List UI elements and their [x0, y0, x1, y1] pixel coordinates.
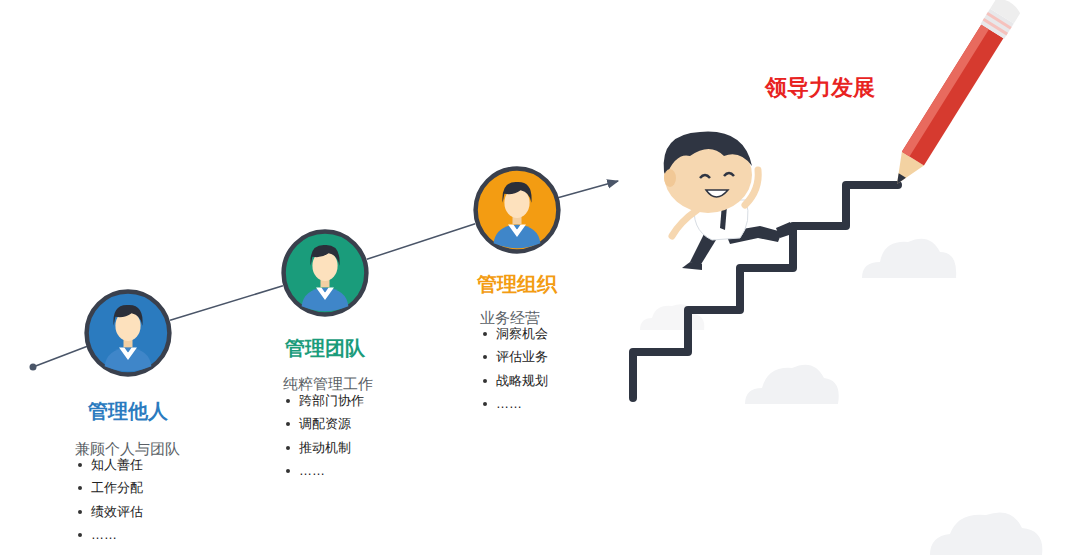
diagram-title: 领导力发展	[765, 75, 875, 101]
bullet-dot	[483, 402, 487, 406]
bullet-item-slot: ……	[283, 462, 325, 480]
stairs	[633, 185, 898, 398]
bullet-item: 工作分配	[75, 479, 143, 497]
stage-subtitle: 兼顾个人与团队	[75, 439, 180, 459]
timeline-connector	[170, 286, 283, 320]
stage-heading: 管理组织	[477, 272, 557, 296]
stage-subtitle: 业务经营	[480, 308, 540, 328]
bullet-item-slot: 洞察机会	[480, 325, 548, 343]
avatar-circle	[472, 165, 562, 255]
bullet-item-slot: 知人善任	[75, 456, 143, 474]
bullet-item: 洞察机会	[480, 325, 548, 343]
stage-node: 管理团队纯粹管理工作跨部门协作调配资源推动机制 ……	[280, 228, 373, 481]
bullet-dot	[483, 379, 487, 383]
bullet-item: 绩效评估	[75, 503, 143, 521]
stage-subtitle: 纯粹管理工作	[283, 374, 373, 394]
timeline-connector	[367, 224, 475, 260]
bullet-item: ……	[283, 462, 325, 480]
bullet-dot	[483, 332, 487, 336]
stage-subtitle-slot: 业务经营	[480, 308, 540, 328]
bullet-item-slot: 跨部门协作	[283, 392, 364, 410]
avatar-circle	[280, 228, 370, 318]
stage-subtitle-slot: 纯粹管理工作	[283, 374, 373, 394]
bullet-item: 评估业务	[480, 348, 548, 366]
bullet-dot	[286, 399, 290, 403]
bullet-item: 战略规划	[480, 372, 548, 390]
stage-heading-slot: 管理他人	[128, 399, 208, 423]
bullet-item: ……	[75, 526, 117, 544]
avatar-circle	[83, 288, 173, 378]
bullet-dot	[78, 510, 82, 514]
bullet-item: 推动机制	[283, 439, 351, 457]
bullet-item: 调配资源	[283, 415, 351, 433]
stage-heading-slot: 管理组织	[517, 272, 597, 296]
bullet-dot	[78, 463, 82, 467]
stage-heading-slot: 管理团队	[325, 336, 405, 360]
stage-heading: 管理团队	[285, 336, 365, 360]
bullet-item-slot: ……	[480, 395, 522, 413]
stage-node: 管理他人兼顾个人与团队知人善任工作分配绩效评估 ……	[75, 288, 180, 545]
bullet-item-slot: 调配资源	[283, 415, 351, 433]
bullet-dot	[286, 469, 290, 473]
stage-node: 管理组织业务经营洞察机会评估业务战略规划 ……	[472, 165, 562, 414]
bullet-item-slot: 绩效评估	[75, 503, 143, 521]
bullet-item-slot: ……	[75, 526, 117, 544]
bullet-dot	[483, 355, 487, 359]
stage-subtitle-slot: 兼顾个人与团队	[75, 439, 180, 459]
bullet-item-slot: 推动机制	[283, 439, 351, 457]
bullet-item-slot: 战略规划	[480, 372, 548, 390]
bullet-item: ……	[480, 395, 522, 413]
cloud	[640, 239, 1042, 555]
bullet-dot	[286, 446, 290, 450]
stage-heading: 管理他人	[88, 399, 168, 423]
bullet-item-slot: 工作分配	[75, 479, 143, 497]
bullet-dot	[78, 533, 82, 537]
bullet-item-slot: 评估业务	[480, 348, 548, 366]
bullet-dot	[78, 486, 82, 490]
bullet-item: 知人善任	[75, 456, 143, 474]
bullet-item: 跨部门协作	[283, 392, 364, 410]
bullet-dot	[286, 422, 290, 426]
pencil	[885, 0, 1022, 191]
climbing-character	[664, 132, 792, 270]
